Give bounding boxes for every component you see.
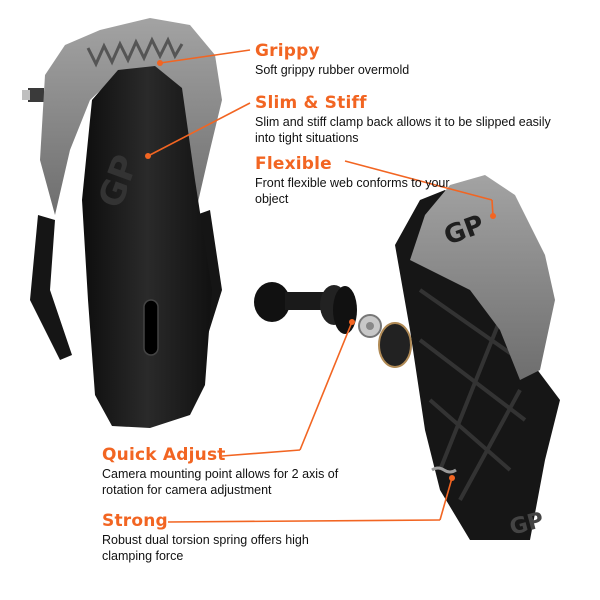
callout-flexible: Flexible Front flexible web conforms to …: [255, 154, 455, 207]
callout-title: Grippy: [255, 41, 320, 61]
callout-description: Slim and stiff clamp back allows it to b…: [255, 115, 551, 145]
callout-description: Soft grippy rubber overmold: [255, 63, 410, 77]
clamp-front-view: GP GP: [395, 175, 560, 541]
callout-title: Quick Adjust: [102, 445, 226, 465]
callout-quick-adjust: Quick Adjust Camera mounting point allow…: [102, 445, 362, 498]
camera-mount: [254, 282, 457, 474]
callout-grippy: Grippy Soft grippy rubber overmold: [255, 41, 585, 78]
callout-title: Strong: [102, 511, 168, 531]
callout-description: Camera mounting point allows for 2 axis …: [102, 467, 339, 497]
callout-description: Front flexible web conforms to your obje…: [255, 176, 450, 206]
callout-slim-stiff: Slim & Stiff Slim and stiff clamp back a…: [255, 93, 573, 146]
callout-description: Robust dual torsion spring offers high c…: [102, 533, 309, 563]
clamp-back-view: GP: [22, 18, 222, 428]
callout-leaders: [145, 49, 496, 523]
callout-title: Flexible: [255, 154, 332, 174]
callout-strong: Strong Robust dual torsion spring offers…: [102, 511, 352, 564]
callout-title: Slim & Stiff: [255, 93, 367, 113]
